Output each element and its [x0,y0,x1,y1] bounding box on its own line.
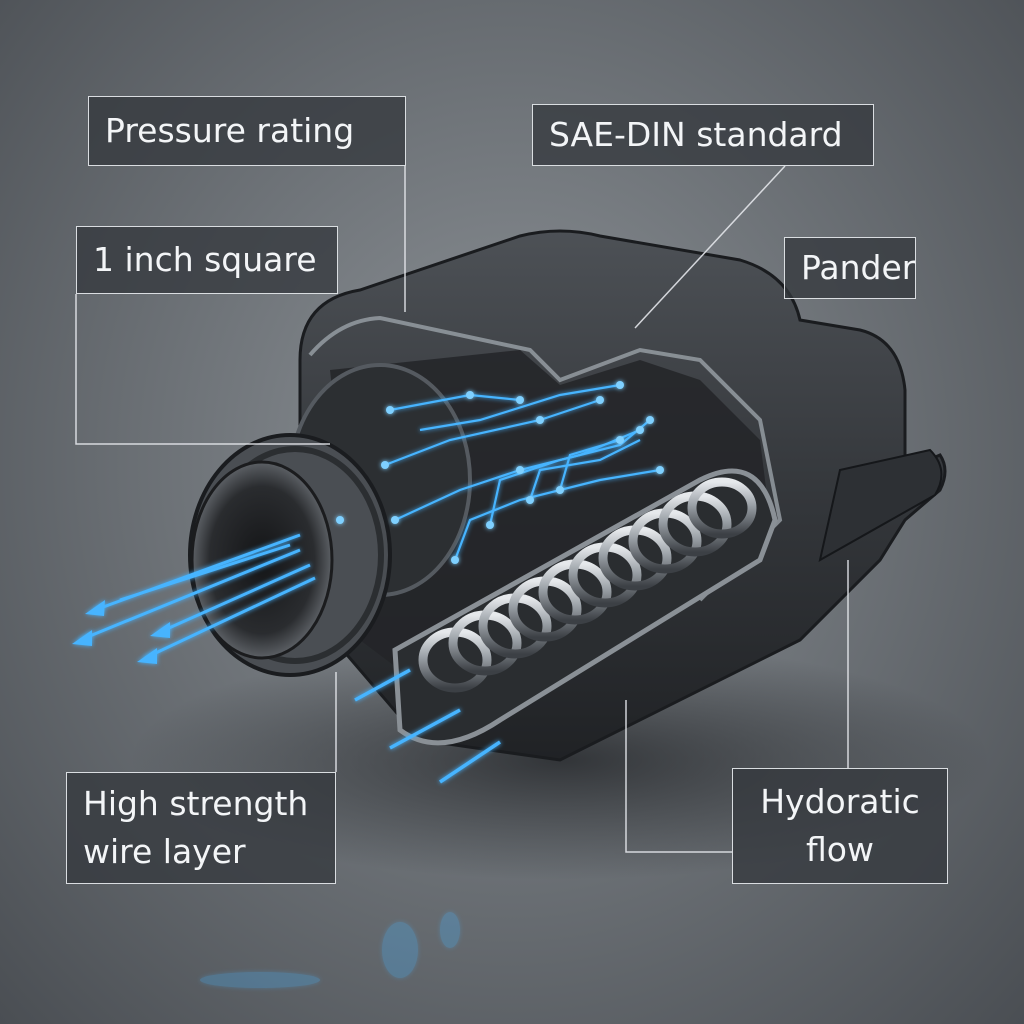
callout-inch-square-text: 1 inch square [93,240,317,279]
coil-spring [418,477,757,693]
callout-pander: Pander [784,237,916,299]
callout-sae-din-standard: SAE-DIN standard [532,104,874,166]
floor-reflection [200,912,460,988]
callout-wire-line-1: High strength [83,784,309,823]
housing-rim [308,315,783,602]
callout-1-inch-square: 1 inch square [76,226,338,294]
leader-hydro-left [625,700,732,853]
leader-inch [75,294,330,445]
callout-hydro-line-1: Hydoratic [760,782,920,821]
callout-sae-din-text: SAE-DIN standard [549,115,843,154]
callout-wire-line-2: wire layer [83,832,246,871]
callout-pressure-rating-text: Pressure rating [105,111,355,150]
callout-wire-layer: High strength wire layer [66,772,336,884]
side-rail [818,448,943,562]
glow-circuit-nodes [336,381,664,564]
tube-bore [190,460,334,660]
leader-sae [634,165,786,329]
inflow-arrowheads [72,600,170,664]
callout-hydro-flow: Hydoratic flow [732,768,948,884]
callout-pressure-rating: Pressure rating [88,96,406,166]
callout-pander-text: Pander [801,248,916,287]
inflow-arrows [79,533,316,660]
callout-leaders [75,165,849,853]
outflow-streaks [354,668,501,784]
callout-hydro-line-2: flow [806,830,874,869]
